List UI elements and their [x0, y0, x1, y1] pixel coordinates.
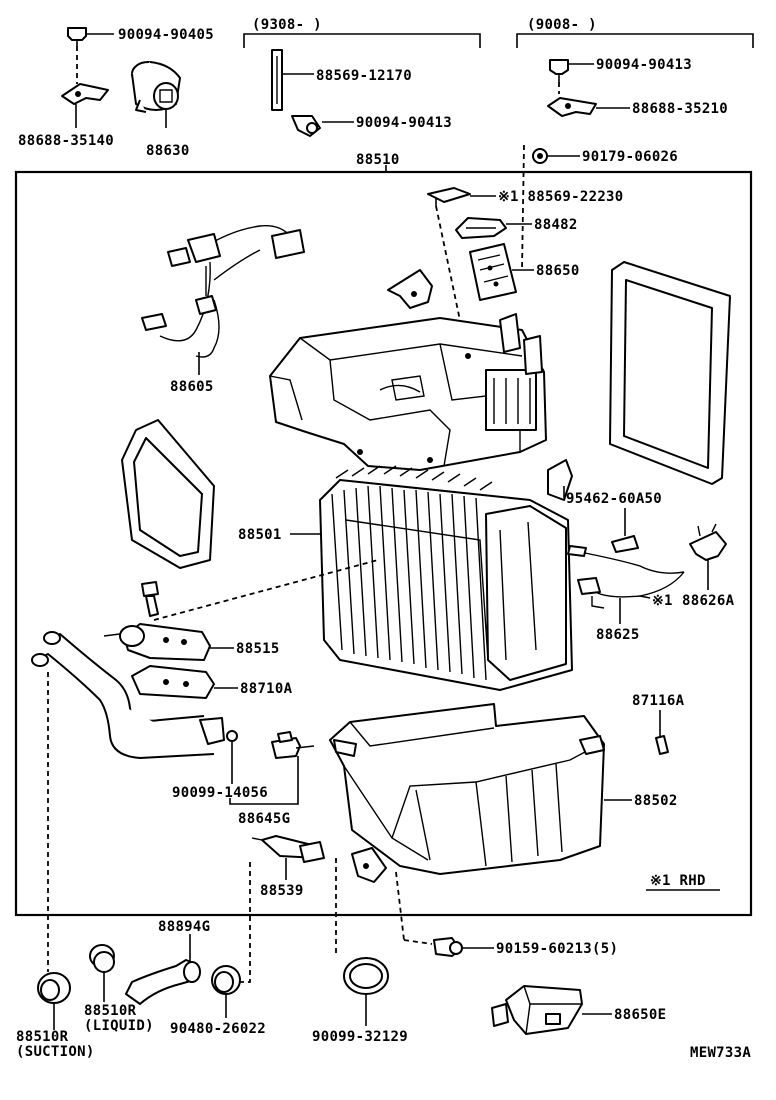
label-88569-22230: ※1 88569-22230	[498, 189, 624, 205]
label-88625: 88625	[596, 627, 640, 643]
label-liquid: (LIQUID)	[84, 1018, 154, 1034]
label-88515: 88515	[236, 641, 280, 657]
amplifier-88650E	[491, 985, 583, 1035]
group-label-9308: (9308- )	[252, 17, 322, 33]
label-88502: 88502	[634, 793, 678, 809]
strap-88569-12170	[271, 49, 283, 111]
sensor-88626A	[689, 523, 727, 561]
label-rhd-mark: ※1	[652, 593, 673, 609]
label-90099-32129: 90099-32129	[312, 1029, 408, 1045]
bracket-small	[387, 269, 433, 309]
label-88510: 88510	[356, 152, 400, 168]
bracket-88688-35140	[61, 83, 109, 105]
label-88626A: 88626A	[682, 593, 735, 609]
bolt-small	[141, 581, 159, 617]
seal-frame-right	[609, 261, 731, 485]
grommet-90480-26022	[211, 965, 241, 995]
label-90159-60213: 90159-60213(5)	[496, 941, 618, 957]
label-88510R-liquid: 88510R	[84, 1003, 137, 1019]
label-87116A: 87116A	[632, 693, 685, 709]
screw-90159-60213	[433, 937, 463, 957]
upper-case	[269, 313, 547, 471]
grommet-90099-32129	[343, 957, 389, 995]
label-88510R-suction: 88510R	[16, 1029, 69, 1045]
bolt-90094-90405	[67, 27, 87, 46]
label-88630: 88630	[146, 143, 190, 159]
lower-case-88502	[329, 703, 605, 883]
group-label-9008: (9008- )	[527, 17, 597, 33]
label-90099-14056: 90099-14056	[172, 785, 268, 801]
label-90480-26022: 90480-26022	[170, 1021, 266, 1037]
label-90094-90413-b: 90094-90413	[596, 57, 692, 73]
bracket-88688-35210	[547, 97, 597, 117]
label-90094-90405: 90094-90405	[118, 27, 214, 43]
tube-88710A	[31, 631, 238, 759]
label-88569-12170: 88569-12170	[316, 68, 412, 84]
seal-frame-left	[121, 419, 215, 569]
label-88710A: 88710A	[240, 681, 293, 697]
label-88650: 88650	[536, 263, 580, 279]
clip-88569-22230	[427, 187, 471, 206]
label-88501: 88501	[238, 527, 282, 543]
bracket-95462	[547, 459, 573, 501]
thermistor-88625	[567, 545, 685, 609]
clip-95462-60A50	[611, 535, 639, 553]
label-88645G: 88645G	[238, 811, 290, 827]
relay-88630	[131, 61, 181, 113]
label-88605: 88605	[170, 379, 214, 395]
evaporator-88501	[319, 465, 573, 691]
bracket-88482	[455, 217, 507, 239]
label-88482: 88482	[534, 217, 578, 233]
drain-hose-88539	[251, 835, 325, 863]
label-rhd-note: ※1 RHD	[650, 873, 706, 889]
group-bracket-9308: (9308- )	[243, 17, 481, 48]
wire-harness-88605	[141, 225, 305, 358]
nut-90179-06026	[532, 148, 548, 164]
label-95462-60A50: 95462-60A50	[566, 491, 662, 507]
switch-88645G	[271, 731, 315, 759]
screw-90094-90413-a	[291, 115, 321, 137]
control-amplifier-88650	[469, 243, 517, 301]
grommet-88510R-suction	[37, 972, 71, 1004]
grommet-88510R-liquid	[89, 944, 115, 973]
label-88650E: 88650E	[614, 1007, 666, 1023]
bolt-90094-90413-b	[549, 59, 569, 82]
diagram-code: MEW733A	[690, 1045, 751, 1061]
label-88688-35210: 88688-35210	[632, 101, 728, 117]
clip-87116A	[655, 735, 669, 755]
expansion-valve-88515	[103, 623, 211, 661]
drain-hose-88894G	[125, 959, 201, 1005]
label-suction: (SUCTION)	[16, 1044, 95, 1060]
label-88688-35140: 88688-35140	[18, 133, 114, 149]
assembly-frame	[14, 170, 753, 917]
label-90094-90413-a: 90094-90413	[356, 115, 452, 131]
label-88539: 88539	[260, 883, 304, 899]
label-88894G: 88894G	[158, 919, 210, 935]
group-bracket-9008: (9008- )	[516, 17, 754, 48]
label-90179-06026: 90179-06026	[582, 149, 678, 165]
